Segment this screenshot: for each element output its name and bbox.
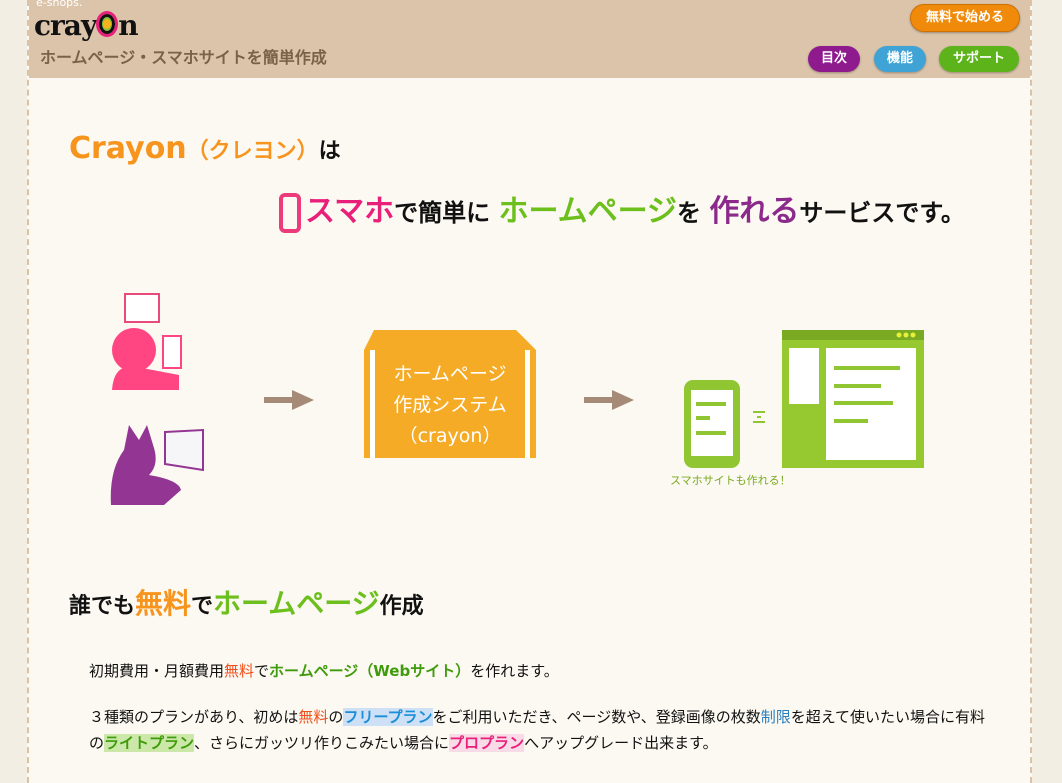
light-plan-label: ライトプラン bbox=[104, 734, 195, 752]
section-heading: 誰でも無料でホームページ作成 bbox=[69, 585, 424, 626]
start-free-button[interactable]: 無料で始める bbox=[910, 4, 1020, 32]
box-label-2: 作成システム bbox=[393, 394, 506, 416]
cat-user-icon bbox=[110, 425, 204, 505]
highlight-free: 無料 bbox=[224, 662, 255, 680]
text: をご利用いただき、ページ数や、登録画像の枚数 bbox=[432, 708, 761, 726]
free-plan-label: フリープラン bbox=[343, 708, 433, 726]
text: の bbox=[328, 708, 344, 726]
highlight-smartphone: スマホ bbox=[305, 194, 395, 229]
nav-toc-button[interactable]: 目次 bbox=[808, 46, 860, 72]
text: を bbox=[676, 199, 710, 227]
crayon-box-icon: ホームページ 作成システム （crayon） bbox=[364, 330, 536, 458]
hero-subtitle: スマホで簡単に ホームページを 作れるサービスです。 bbox=[279, 190, 965, 235]
highlight-homepage: ホームページ（Webサイト） bbox=[269, 662, 471, 680]
arrow-icon bbox=[264, 390, 314, 410]
nav-support-button[interactable]: サポート bbox=[939, 46, 1019, 72]
particle: は bbox=[318, 139, 341, 164]
text: ３種類のプランがあり、初めは bbox=[89, 708, 299, 726]
highlight-free: 無料 bbox=[298, 708, 329, 726]
paragraph-pricing: 初期費用・月額費用無料でホームページ（Webサイト）を作れます。 bbox=[89, 658, 989, 684]
arrow-icon bbox=[584, 390, 634, 410]
highlight-free: 無料 bbox=[135, 587, 192, 620]
brand-reading: （クレヨン） bbox=[186, 139, 319, 164]
pro-plan-label: プロプラン bbox=[449, 734, 525, 752]
diagram: ホームページ 作成システム （crayon） スマホサイトも作れる！ bbox=[110, 293, 924, 505]
text: を作れます。 bbox=[470, 662, 559, 680]
text: で簡単に bbox=[394, 199, 499, 227]
text: を超えて使いたい場合に有料の bbox=[89, 708, 986, 752]
hero-title: Crayon（クレヨン）は bbox=[69, 130, 341, 171]
text: 誰でも bbox=[69, 594, 136, 619]
paragraph-plans: ３種類のプランがあり、初めは無料のフリープランをご利用いただき、ページ数や、登録… bbox=[89, 704, 989, 756]
tagline: ホームページ・スマホサイトを簡単作成 bbox=[40, 48, 327, 67]
text: サービスです。 bbox=[799, 199, 965, 227]
chef-user-icon bbox=[112, 293, 182, 390]
text: 初期費用・月額費用 bbox=[89, 662, 225, 680]
highlight-limit: 制限 bbox=[760, 708, 791, 726]
highlight-homepage: ホームページ bbox=[498, 194, 677, 229]
text: で bbox=[254, 662, 270, 680]
smartphone-icon bbox=[279, 193, 301, 233]
text: で bbox=[191, 594, 214, 619]
highlight-create: 作れる bbox=[709, 194, 800, 229]
diagram-caption: スマホサイトも作れる！ bbox=[670, 474, 791, 487]
highlight-homepage: ホームページ bbox=[213, 587, 380, 620]
website-icon bbox=[782, 330, 924, 468]
text: 作成 bbox=[379, 594, 424, 619]
smartphone-site-icon bbox=[684, 380, 765, 468]
text: 、さらにガッツリ作りこみたい場合に bbox=[194, 734, 450, 752]
logo-subtext: e-shops. bbox=[36, 0, 83, 9]
brand-name: Crayon bbox=[69, 131, 187, 166]
text: へアップグレード出来ます。 bbox=[524, 734, 718, 752]
nav-features-button[interactable]: 機能 bbox=[874, 46, 926, 72]
box-label-3: （crayon） bbox=[399, 425, 502, 447]
box-label-1: ホームページ bbox=[393, 363, 506, 385]
